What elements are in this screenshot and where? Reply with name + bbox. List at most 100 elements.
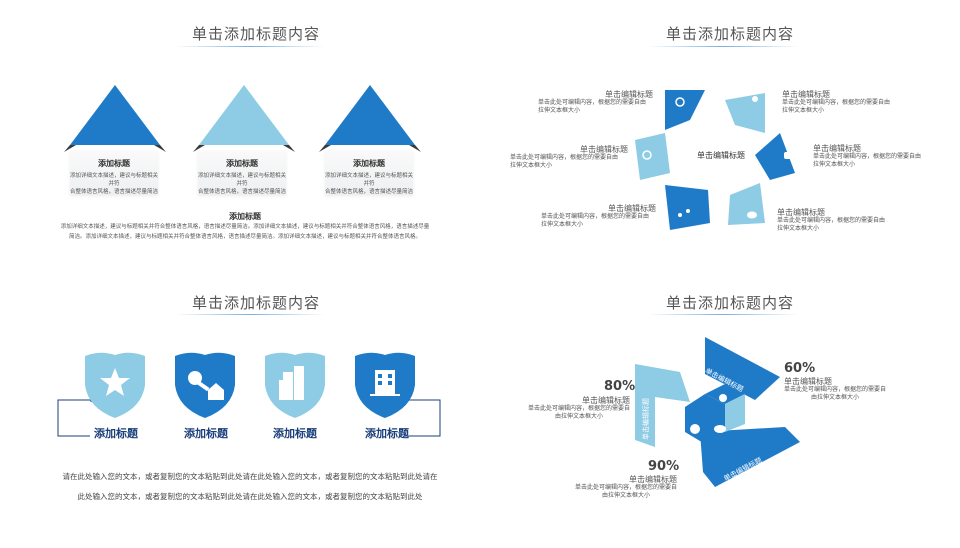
triangle-card-2: 添加标题 添加详细文本描述，建议与标题相关并符 合整体语言风格，语言描述尽量简洁 (198, 150, 287, 195)
shield-label-3: 添加标题 (273, 427, 317, 440)
shield-label-2: 添加标题 (184, 427, 228, 440)
triangle-card-1: 添加标题 添加详细文本描述，建议与标题相关并符 合整体语言风格，语言描述尽量简洁 (70, 150, 159, 195)
item-desc1: 单击此处可编辑内容，根据您的需要自由 (510, 154, 619, 161)
item-desc2: 由拉伸文本框大小 (811, 394, 860, 401)
panel3-title: 单击添加标题内容 (192, 294, 321, 312)
cycle-graphic (635, 90, 795, 230)
card-desc-line1: 添加详细文本描述，建议与标题相关并符 (325, 173, 414, 187)
cycle-seg-5 (665, 185, 710, 230)
card-desc-line1: 添加详细文本描述，建议与标题相关并符 (70, 173, 159, 187)
panel1-title-underline (175, 46, 325, 47)
weibo-icon (642, 150, 652, 160)
office-building-icon (370, 370, 400, 396)
card-desc-line2: 合整体语言风格，语言描述尽量简洁 (325, 189, 414, 195)
item-title: 单击编辑标题 (813, 144, 861, 153)
arm-left (635, 364, 690, 447)
body-line2: 此处输入您的文本，或者复制您的文本粘贴到此处请在此处输入您的文本，或者复制您的文… (77, 492, 423, 501)
shield-graphics (85, 352, 415, 418)
item-desc2: 拉伸文本框大小 (813, 161, 856, 168)
item-desc2: 由拉伸文本框大小 (602, 492, 651, 499)
user-icon (752, 96, 758, 102)
triangle-card-3: 添加标题 添加详细文本描述，建议与标题相关并符 合整体语言风格，语言描述尽量简洁 (325, 150, 414, 195)
cycle-seg-1 (665, 90, 705, 130)
item-desc1: 单击此处可编辑内容，根据您的需要自由 (813, 153, 922, 160)
cycle-center-label: 单击编辑标题 (697, 151, 745, 160)
item-desc2: 拉伸文本框大小 (541, 221, 584, 228)
item-desc1: 单击此处可编辑内容，根据您的需要自由 (541, 213, 650, 220)
item-desc1: 单击此处可编辑内容，根据您的需要自 (528, 405, 631, 412)
card-title: 添加标题 (98, 159, 130, 168)
cycle-seg-2 (725, 93, 765, 133)
tri-item-1: 单击编辑标题 单击此处可编辑内容，根据您的需要自 由拉伸文本框大小 (528, 396, 630, 421)
cycle-item-5: 单击编辑标题 单击此处可编辑内容，根据您的需要自由 拉伸文本框大小 (541, 204, 656, 229)
cycle-item-6: 单击编辑标题 单击此处可编辑内容，根据您的需要自由 拉伸文本框大小 (777, 208, 892, 233)
item-desc1: 单击此处可编辑内容，根据您的需要自由 (777, 217, 886, 224)
cycle-item-3: 单击编辑标题 单击此处可编辑内容，根据您的需要自由 拉伸文本框大小 (510, 145, 628, 170)
item-title: 单击编辑标题 (605, 90, 653, 99)
cycle-item-1: 单击编辑标题 单击此处可编辑内容，根据您的需要自由 拉伸文本框大小 (538, 90, 653, 115)
card-title: 添加标题 (226, 159, 258, 168)
summary-line2: 简洁。添加详细文本描述，建议与标题相关并符合整体语言风格，语言描述尽量简洁。添加… (68, 234, 421, 240)
chat-bubble-icon (784, 152, 792, 159)
cycle-seg-6 (728, 183, 765, 225)
triangle-1 (70, 85, 160, 145)
panel1-title: 单击添加标题内容 (192, 25, 321, 43)
tri-item-2: 单击编辑标题 单击此处可编辑内容，根据您的需要自 由拉伸文本框大小 (784, 377, 894, 402)
item-desc2: 拉伸文本框大小 (782, 107, 825, 114)
item-title: 单击编辑标题 (782, 90, 830, 99)
item-desc2: 由拉伸文本框大小 (555, 413, 604, 420)
share-icon (678, 213, 682, 217)
item-title: 单击编辑标题 (582, 396, 630, 405)
cycle-item-2: 单击编辑标题 单击此处可编辑内容，根据您的需要自由 拉伸文本框大小 (782, 90, 897, 115)
item-title: 单击编辑标题 (629, 475, 677, 484)
cycle-seg-3 (635, 133, 670, 180)
item-desc1: 单击此处可编辑内容，根据您的需要自由 (538, 99, 647, 106)
panel2-title-underline (648, 46, 798, 47)
panel3-title-underline (175, 314, 325, 315)
shield-label-1: 添加标题 (94, 427, 138, 440)
pct-80: 80% (604, 379, 636, 394)
arm-top (705, 337, 780, 400)
card-desc-line2: 合整体语言风格，语言描述尽量简洁 (70, 189, 159, 195)
item-title: 单击编辑标题 (608, 204, 656, 213)
panel4-title-underline (648, 314, 798, 315)
shield-body-text: 请在此处输入您的文本，或者复制您的文本粘贴到此处请在此处输入您的文本，或者复制您… (40, 467, 460, 507)
panel2-title: 单击添加标题内容 (666, 25, 795, 43)
pct-90: 90% (648, 459, 680, 474)
star-icon (100, 368, 130, 396)
chat-icon (714, 425, 726, 433)
cycle-item-4: 单击编辑标题 单击此处可编辑内容，根据您的需要自由 拉伸文本框大小 (813, 144, 931, 169)
cube-right (725, 394, 745, 432)
tri-item-3: 单击编辑标题 单击此处可编辑内容，根据您的需要自 由拉伸文本框大小 (575, 475, 677, 500)
triskelion-graphic (635, 337, 800, 487)
key-house-icon (188, 371, 224, 400)
summary-line1: 添加详细文本描述，建议与标题相关并符合整体语言风格，语言描述尽量简洁。添加详细文… (60, 224, 430, 230)
body-line1: 请在此处输入您的文本，或者复制您的文本粘贴到此处请在此处输入您的文本，或者复制您… (62, 472, 438, 481)
triangle-3 (325, 85, 415, 145)
item-desc1: 单击此处可编辑内容，根据您的需要自 (784, 386, 887, 393)
item-desc1: 单击此处可编辑内容，根据您的需要自 (575, 484, 678, 491)
item-title: 单击编辑标题 (784, 377, 832, 386)
item-desc2: 拉伸文本框大小 (538, 107, 581, 114)
skyscraper-icon (279, 366, 304, 400)
summary-title: 添加标题 (229, 212, 261, 221)
item-title: 单击编辑标题 (580, 145, 628, 154)
summary-text: 添加详细文本描述，建议与标题相关并符合整体语言风格，语言描述尽量简洁。添加详细文… (55, 222, 435, 242)
card-title: 添加标题 (353, 159, 385, 168)
triangle-2 (199, 85, 289, 145)
message-icon (747, 211, 757, 219)
item-desc2: 拉伸文本框大小 (777, 225, 820, 232)
arm-left-label: 单击编辑标题 (642, 398, 650, 440)
cycle-seg-4 (755, 133, 795, 180)
item-title: 单击编辑标题 (777, 208, 825, 217)
card-desc-line1: 添加详细文本描述，建议与标题相关并符 (198, 173, 287, 187)
shield-label-4: 添加标题 (365, 427, 409, 440)
triangle-graphics (64, 85, 421, 152)
item-desc1: 单击此处可编辑内容，根据您的需要自由 (782, 99, 891, 106)
pct-60: 60% (784, 361, 816, 376)
panel4-title: 单击添加标题内容 (666, 294, 795, 312)
arm-bottom (700, 427, 800, 487)
gear-icon (690, 424, 700, 434)
user-icon (719, 394, 727, 402)
item-desc2: 拉伸文本框大小 (510, 162, 553, 169)
